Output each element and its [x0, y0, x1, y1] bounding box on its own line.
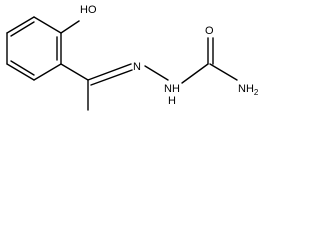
amide-subscript: 2	[254, 88, 259, 97]
imine-double-bond	[87, 63, 132, 81]
imine-nitrogen-label: N	[133, 61, 141, 73]
ring-to-imine-carbon-bond	[60, 63, 89, 81]
amide-nh-text: NH	[238, 83, 254, 95]
hydroxyl-bond	[60, 20, 80, 34]
ring-bond	[6, 16, 35, 34]
nh-carbonyl-bond	[181, 63, 209, 84]
amide-nh2-label: NH2	[238, 83, 259, 97]
amide-bond	[209, 63, 238, 81]
hydroxyl-label: HO	[80, 4, 97, 16]
hydrazine-h-label: H	[168, 95, 176, 107]
hydrazine-nh-label: NH	[164, 83, 180, 95]
ring-double-bond	[10, 21, 35, 37]
ring-bond	[6, 63, 35, 81]
ring-bond	[33, 63, 62, 81]
imine-double-bond	[90, 69, 133, 86]
chemical-structure: HO N NH H O NH2	[6, 4, 259, 111]
carbonyl-oxygen-label: O	[205, 25, 214, 37]
n-n-bond	[144, 65, 169, 81]
benzene-ring	[6, 16, 62, 81]
ring-bond	[33, 16, 62, 34]
ring-double-bond	[10, 60, 35, 76]
